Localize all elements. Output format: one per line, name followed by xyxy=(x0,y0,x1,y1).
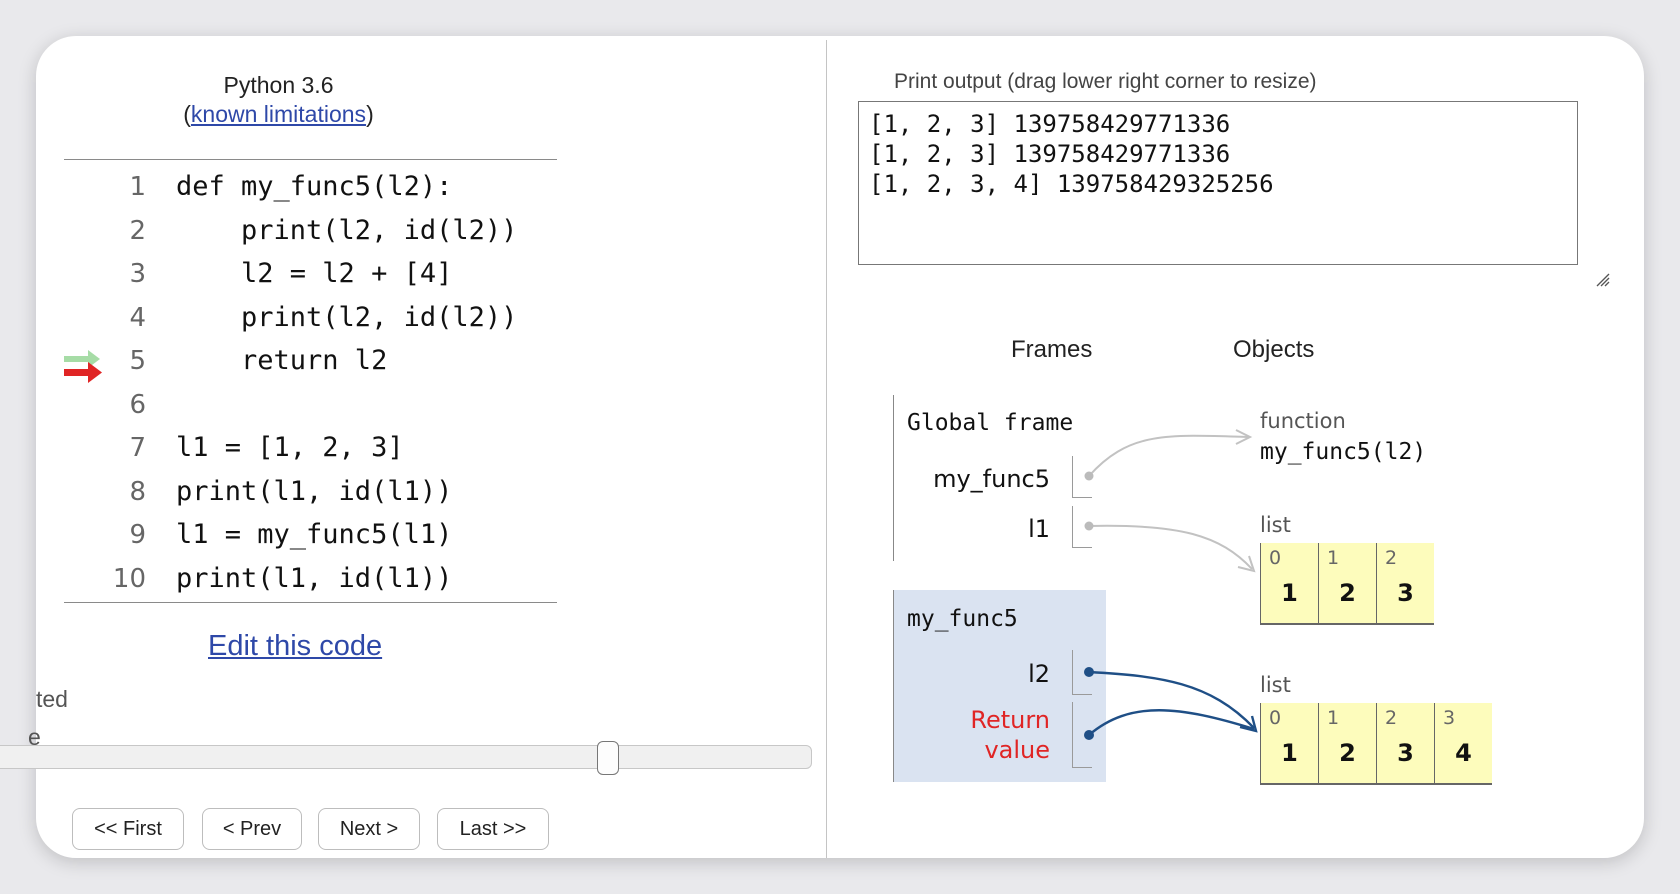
var-l1: l1 xyxy=(1028,515,1050,543)
print-output-line: [1, 2, 3, 4] 139758429325256 xyxy=(869,170,1274,198)
current-line-arrow-icon xyxy=(64,362,102,383)
objects-header: Objects xyxy=(1233,336,1315,363)
code-line: l2 = l2 + [4] xyxy=(176,258,453,289)
last-button[interactable]: Last >> xyxy=(437,808,549,850)
line-number: 1 xyxy=(129,172,146,202)
step-slider-handle[interactable] xyxy=(597,741,619,775)
list-index: 0 xyxy=(1269,707,1282,729)
list-index: 3 xyxy=(1443,707,1456,729)
slot-border xyxy=(1072,497,1092,498)
slot-border xyxy=(1072,702,1073,768)
slot-border xyxy=(1072,506,1073,548)
partial-legend-text-2: e xyxy=(28,724,40,750)
line-number: 6 xyxy=(129,389,146,420)
line-number: 9 xyxy=(129,520,146,550)
slot-border xyxy=(1072,547,1092,548)
prev-line-arrow-icon xyxy=(64,350,100,368)
prev-button[interactable]: < Prev xyxy=(202,808,302,850)
list-index: 1 xyxy=(1327,707,1340,729)
function-object-label: function xyxy=(1260,409,1346,433)
line-number: 10 xyxy=(112,563,146,594)
stack-frame-border xyxy=(893,590,894,782)
slot-border xyxy=(1072,767,1092,768)
list-object-label: list xyxy=(1260,673,1291,697)
paren-close: ) xyxy=(366,101,374,127)
language-label: Python 3.6 xyxy=(0,72,557,99)
line-number: 2 xyxy=(129,215,146,246)
list-value: 3 xyxy=(1397,579,1414,607)
return-label-line: value xyxy=(984,736,1050,764)
code-line: print(l1, id(l1)) xyxy=(176,562,453,594)
line-number: 4 xyxy=(129,302,146,333)
code-line: return l2 xyxy=(176,345,388,376)
list-index: 0 xyxy=(1269,547,1282,569)
print-output-header: Print output (drag lower right corner to… xyxy=(894,70,1317,93)
code-line: l1 = [1, 2, 3] xyxy=(176,432,404,463)
var-l2: l2 xyxy=(1028,660,1050,688)
code-line: l1 = my_func5(l1) xyxy=(176,519,453,550)
limitations-line: (known limitations) xyxy=(0,101,557,128)
line-number: 5 xyxy=(129,346,146,376)
line-number: 7 xyxy=(129,433,146,463)
list-index: 2 xyxy=(1385,547,1398,569)
print-output-box[interactable]: [1, 2, 3] 139758429771336 [1, 2, 3] 1397… xyxy=(858,101,1578,265)
function-object-name: my_func5(l2) xyxy=(1260,439,1427,465)
list-value: 3 xyxy=(1397,739,1414,767)
execution-arrows xyxy=(64,350,102,383)
code-top-rule xyxy=(64,159,557,160)
list-value: 2 xyxy=(1339,579,1356,607)
resize-handle-icon[interactable] xyxy=(1596,273,1610,287)
language-name: Python 3.6 xyxy=(223,72,334,98)
list-index: 2 xyxy=(1385,707,1398,729)
known-limitations-link[interactable]: known limitations xyxy=(190,101,367,127)
list-value: 1 xyxy=(1281,739,1298,767)
step-slider-track[interactable] xyxy=(0,745,812,769)
slot-border xyxy=(1072,694,1092,695)
stack-frame-title: my_func5 xyxy=(907,606,1018,632)
global-frame-title: Global frame xyxy=(907,410,1074,436)
code-line: print(l2, id(l2)) xyxy=(176,301,518,333)
next-button[interactable]: Next > xyxy=(318,808,420,850)
code-line: print(l1, id(l1)) xyxy=(176,475,453,507)
stack-frame-my-func5 xyxy=(893,590,1106,782)
list-value: 2 xyxy=(1339,739,1356,767)
line-number: 3 xyxy=(129,259,146,289)
code-bottom-rule xyxy=(64,602,557,603)
print-output-line: [1, 2, 3] 139758429771336 xyxy=(869,110,1231,138)
first-button[interactable]: << First xyxy=(72,808,184,850)
partial-legend-text: ted xyxy=(36,686,68,712)
return-label-line: Return xyxy=(970,706,1050,734)
return-value-label: Return value xyxy=(900,705,1050,765)
print-output-line: [1, 2, 3] 139758429771336 xyxy=(869,140,1231,168)
list-index: 1 xyxy=(1327,547,1340,569)
list-object-label: list xyxy=(1260,513,1291,537)
line-number: 8 xyxy=(129,476,146,507)
frames-header: Frames xyxy=(1011,336,1093,363)
code-line: print(l2, id(l2)) xyxy=(176,214,518,246)
edit-code-link[interactable]: Edit this code xyxy=(208,630,383,662)
list-value: 4 xyxy=(1455,739,1472,767)
slot-border xyxy=(1072,650,1073,695)
paren-open: ( xyxy=(183,101,191,127)
slot-border xyxy=(1072,456,1073,498)
code-line: def my_func5(l2): xyxy=(176,171,453,202)
var-my-func5: my_func5 xyxy=(933,465,1050,493)
panel-divider xyxy=(826,40,827,858)
list-value: 1 xyxy=(1281,579,1298,607)
global-frame-border xyxy=(893,395,894,561)
